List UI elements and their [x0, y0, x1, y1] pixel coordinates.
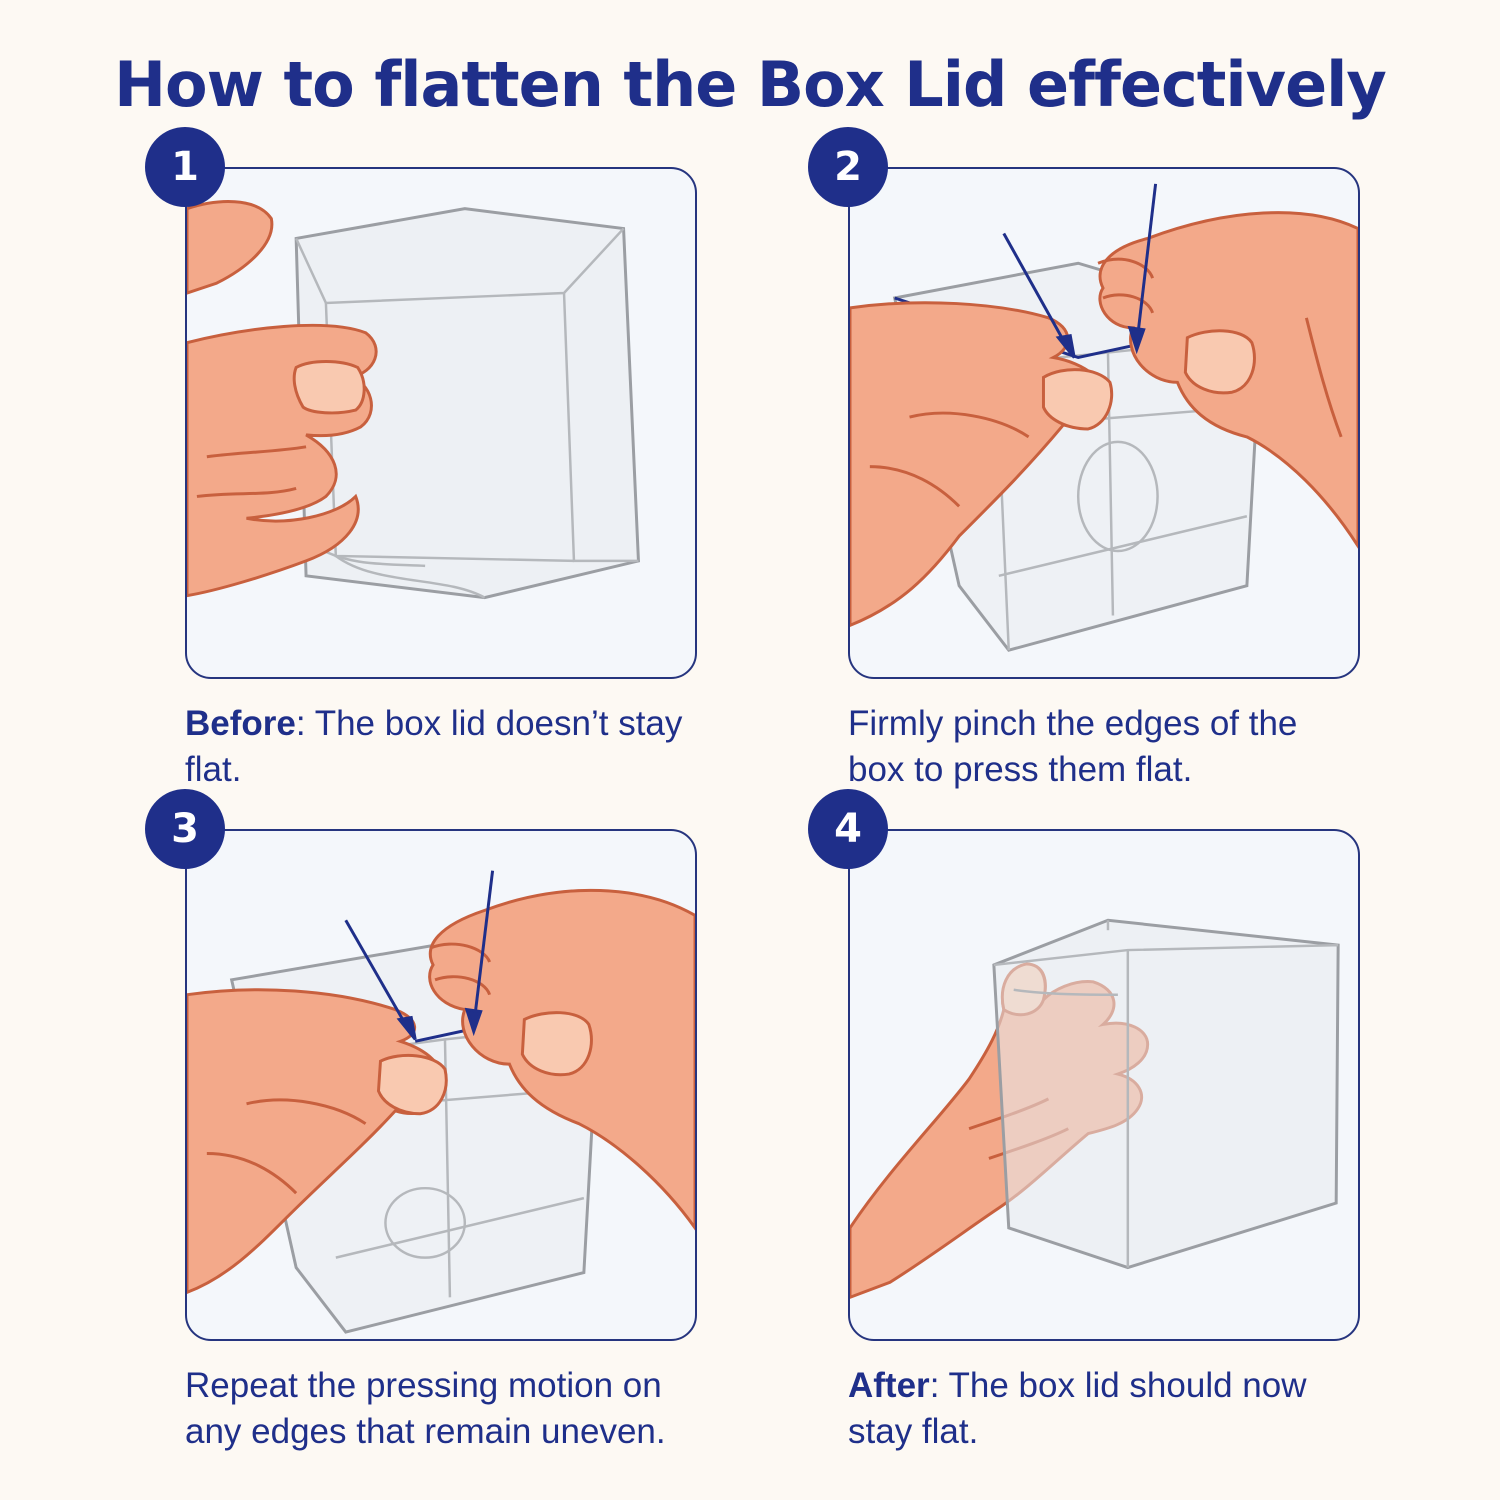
repeat-pressing-illustration: [187, 870, 695, 1334]
box-lid-bent-illustration: [187, 200, 640, 600]
step-number-badge: 4: [808, 789, 888, 869]
caption-bold: After: [848, 1366, 930, 1405]
step-1-illustration: [185, 167, 697, 679]
step-3: 3: [145, 789, 697, 1455]
step-caption: After: The box lid should now stay flat.: [848, 1363, 1360, 1455]
step-2: 2: [808, 127, 1360, 793]
step-caption: Before: The box lid doesn’t stay flat.: [185, 701, 697, 793]
step-3-illustration: [185, 829, 697, 1341]
page-title: How to flatten the Box Lid effectively: [114, 48, 1387, 121]
pinch-edges-illustration: [850, 183, 1358, 652]
step-number-badge: 3: [145, 789, 225, 869]
step-2-illustration: [848, 167, 1360, 679]
caption-text: : The box lid doesn’t stay flat.: [185, 704, 683, 789]
step-number-badge: 1: [145, 127, 225, 207]
step-4-illustration: [848, 829, 1360, 1341]
caption-bold: Before: [185, 704, 296, 743]
caption-text: : The box lid should now stay flat.: [848, 1366, 1307, 1451]
step-4: 4 After: The box lid should now stay fla…: [808, 789, 1360, 1455]
step-caption: Repeat the pressing motion on any edges …: [185, 1363, 697, 1455]
caption-text: Firmly pinch the edges of the box to pre…: [848, 704, 1298, 789]
flat-box-on-hand-illustration: [850, 918, 1340, 1299]
step-number-badge: 2: [808, 127, 888, 207]
caption-text: Repeat the pressing motion on any edges …: [185, 1366, 666, 1451]
step-caption: Firmly pinch the edges of the box to pre…: [848, 701, 1360, 793]
step-1: 1 Before: The box lid doesn’t stay flat.: [145, 127, 697, 793]
